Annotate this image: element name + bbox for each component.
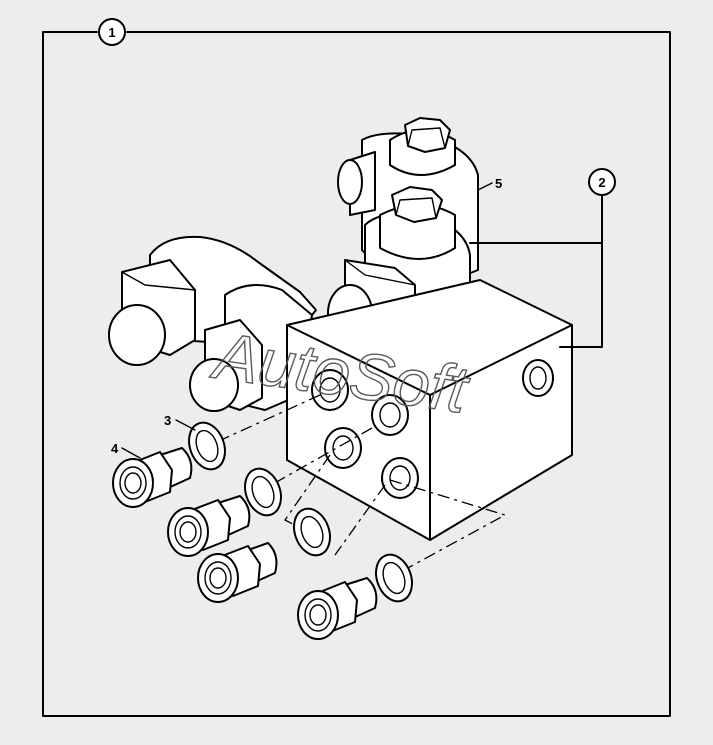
fitting-2	[167, 495, 251, 557]
assembly-center-lines	[209, 394, 507, 576]
manifold-block	[286, 279, 573, 541]
sealing-washers	[188, 421, 413, 603]
callout-2-label: 2	[598, 175, 605, 190]
callout-1-label: 1	[108, 25, 115, 40]
fitting-1	[112, 447, 193, 508]
callout-1[interactable]: 1	[98, 18, 126, 46]
callout-5-label[interactable]: 5	[495, 176, 502, 191]
callout-4-label[interactable]: 4	[111, 441, 119, 456]
washer-4	[375, 553, 413, 603]
callout-2[interactable]: 2	[588, 168, 616, 196]
washer-2	[244, 467, 282, 517]
fitting-4	[297, 577, 378, 640]
fittings	[112, 447, 378, 640]
washer-1	[188, 421, 226, 471]
leader-lines	[121, 182, 603, 459]
washer-3	[293, 507, 331, 557]
assembly-frame	[42, 31, 671, 717]
fitting-3	[197, 542, 278, 603]
solenoid-coil-left	[108, 235, 317, 412]
callout-3-label[interactable]: 3	[164, 413, 171, 428]
